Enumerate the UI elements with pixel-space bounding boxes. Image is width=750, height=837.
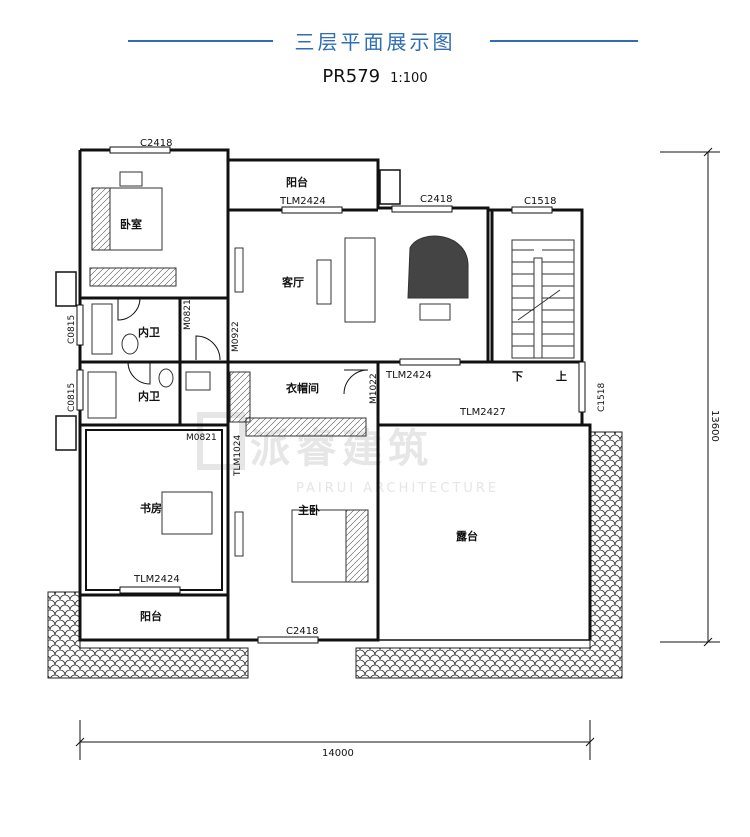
page-subtitle: PR579 1:100 (0, 66, 750, 87)
label-c2418-top-mid: C2418 (420, 194, 452, 205)
room-label-bedroom: 卧室 (120, 217, 142, 231)
label-m1022: M1022 (369, 373, 379, 404)
windows (76, 146, 586, 644)
watermark-en: PAIRUI ARCHITECTURE (296, 481, 499, 496)
room-label-bath-upper: 内卫 (138, 325, 160, 339)
room-label-terrace: 露台 (456, 529, 478, 543)
room-label-closet: 衣帽间 (286, 381, 319, 395)
label-tlm2424-study: TLM2424 (133, 574, 180, 585)
label-c0815-upper: C0815 (67, 315, 77, 344)
dimension-width: 14000 (322, 748, 354, 759)
stair (511, 239, 575, 359)
ac-units (55, 169, 401, 451)
label-m0922: M0922 (231, 321, 241, 352)
room-label-bath-lower: 内卫 (138, 389, 160, 403)
plan-scale: 1:100 (390, 71, 428, 86)
room-label-study: 书房 (140, 501, 162, 515)
label-tlm1024: TLM1024 (233, 435, 243, 477)
header-line-right (490, 40, 638, 42)
label-c1518-top: C1518 (524, 196, 556, 207)
page-title: 三层平面展示图 (294, 30, 456, 54)
label-c2418-top-left: C2418 (140, 138, 172, 149)
label-tlm2424-mid: TLM2424 (385, 370, 432, 381)
label-m0821-lower: M0821 (186, 433, 217, 443)
label-c0815-lower: C0815 (67, 383, 77, 412)
room-label-balcony-north: 阳台 (286, 175, 308, 189)
plan-code: PR579 (322, 66, 381, 87)
stair-label-down: 下 (512, 370, 523, 383)
label-tlm2424-north: TLM2424 (279, 196, 326, 207)
room-label-balcony-south: 阳台 (140, 609, 162, 623)
furniture (87, 171, 469, 583)
label-m0821-upper: M0821 (183, 299, 193, 330)
room-label-living: 客厅 (281, 275, 304, 289)
room-label-master: 主卧 (298, 503, 320, 517)
dimension-lines (75, 147, 720, 760)
dimension-height: 13600 (709, 410, 720, 442)
doors (117, 297, 369, 395)
stair-label-up: 上 (556, 369, 567, 383)
label-c2418-bottom: C2418 (286, 626, 318, 637)
label-tlm2427: TLM2427 (459, 407, 506, 418)
label-c1518-right: C1518 (597, 383, 607, 412)
header-line-left (128, 40, 273, 42)
